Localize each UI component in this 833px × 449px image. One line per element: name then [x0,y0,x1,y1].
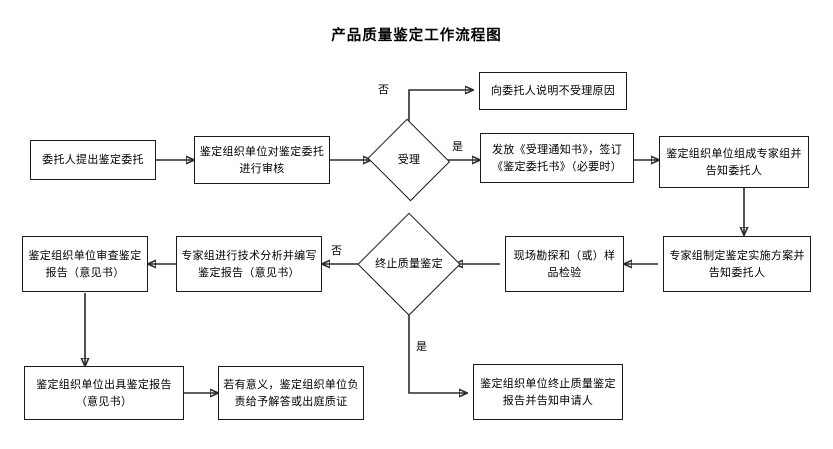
decision-accept[interactable]: 受理 [367,118,451,202]
node-label: 发放《受理通知书》，签订《鉴定委托书》（必要时） [491,142,623,173]
node-explain-rejection[interactable]: 向委托人说明不受理原因 [479,72,627,110]
node-answer-or-testify[interactable]: 若有意义，鉴定组织单位负责给予解答或出庭质证 [218,366,364,420]
node-label: 专家组进行技术分析并编写鉴定报告（意见书） [181,248,317,279]
node-entrust-request[interactable]: 委托人提出鉴定委托 [30,140,156,180]
node-label: 鉴定组织单位出具鉴定报告（意见书） [36,377,172,408]
node-label: 鉴定组织单位审查鉴定报告（意见书） [28,248,142,279]
node-terminate-report-notify[interactable]: 鉴定组织单位终止质量鉴定报告并告知申请人 [473,364,623,420]
node-label: 专家组制定鉴定实施方案并告知委托人 [669,248,805,279]
node-issue-acceptance-notice[interactable]: 发放《受理通知书》，签订《鉴定委托书》（必要时） [480,133,634,183]
node-label: 委托人提出鉴定委托 [42,153,144,167]
edge-label-yes-accept: 是 [452,140,464,153]
decision-terminate[interactable]: 终止质量鉴定 [357,212,461,316]
node-issue-final-report[interactable]: 鉴定组织单位出具鉴定报告（意见书） [24,366,184,420]
diagram-title: 产品质量鉴定工作流程图 [331,28,502,44]
node-review-report[interactable]: 鉴定组织单位审查鉴定报告（意见书） [22,236,148,292]
node-label: 终止质量鉴定 [375,256,443,270]
node-expert-plan[interactable]: 专家组制定鉴定实施方案并告知委托人 [663,236,811,292]
node-label: 现场勘探和（或）样品检验 [513,248,616,279]
node-label: 受理 [397,152,421,166]
node-label: 向委托人说明不受理原因 [490,84,616,98]
node-technical-analysis-report[interactable]: 专家组进行技术分析并编写鉴定报告（意见书） [176,236,322,292]
node-site-survey-sampling[interactable]: 现场勘探和（或）样品检验 [505,236,624,292]
node-form-expert-group[interactable]: 鉴定组织单位组成专家组并告知委托人 [659,136,809,188]
edge-label-yes-terminate: 是 [416,340,428,353]
node-label: 若有意义，鉴定组织单位负责给予解答或出庭质证 [223,377,359,408]
edge-label-no-accept: 否 [378,83,390,96]
node-label: 鉴定组织单位终止质量鉴定报告并告知申请人 [480,376,616,407]
node-label: 鉴定组织单位组成专家组并告知委托人 [666,146,802,177]
node-organization-review[interactable]: 鉴定组织单位对鉴定委托进行审核 [194,136,330,184]
edge-label-no-terminate: 否 [331,244,343,257]
node-label: 鉴定组织单位对鉴定委托进行审核 [199,144,325,175]
